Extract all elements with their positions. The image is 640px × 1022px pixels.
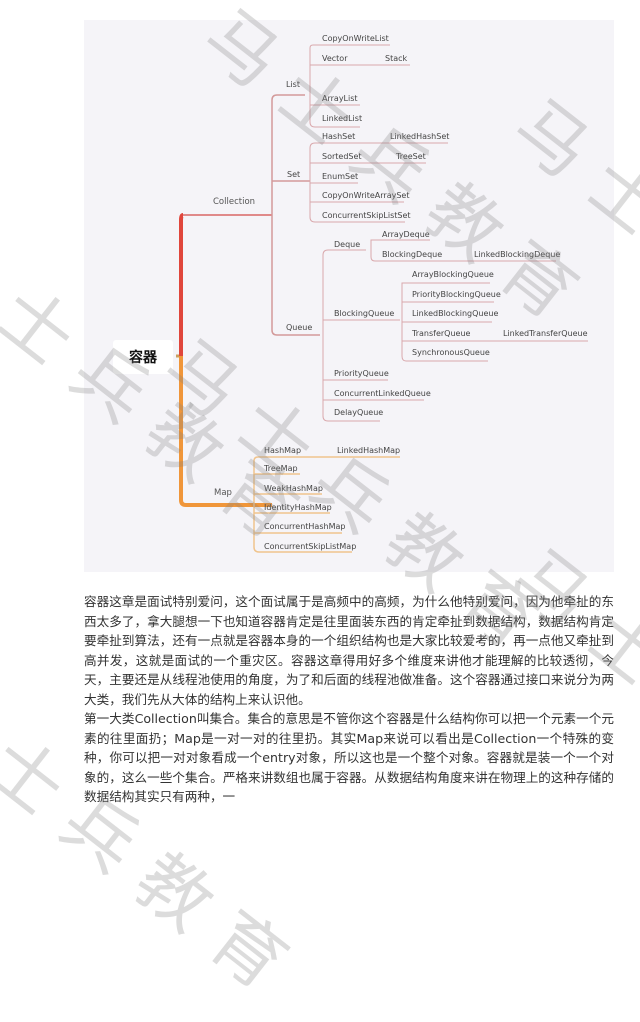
node-synchronousqueue[interactable]: SynchronousQueue (412, 348, 490, 357)
branch-map[interactable]: Map (214, 488, 232, 498)
node-concurrentskiplistmap[interactable]: ConcurrentSkipListMap (264, 542, 357, 551)
node-transferqueue[interactable]: TransferQueue (412, 329, 471, 338)
node-linkedhashmap[interactable]: LinkedHashMap (337, 446, 401, 455)
node-hashset[interactable]: HashSet (322, 132, 356, 141)
root-node-container[interactable]: 容器 (113, 340, 173, 374)
node-linkedblockingqueue[interactable]: LinkedBlockingQueue (412, 309, 499, 318)
node-blockingdeque[interactable]: BlockingDeque (382, 250, 443, 259)
node-treemap[interactable]: TreeMap (264, 464, 298, 473)
article-paragraph-1: 容器这章是面试特别爱问，这个面试属于是高频中的高频，为什么他特别爱问，因为他牵扯… (84, 594, 614, 707)
node-concurrentlinkedqueue[interactable]: ConcurrentLinkedQueue (334, 389, 431, 398)
node-sortedset[interactable]: SortedSet (322, 152, 362, 161)
node-identityhashmap[interactable]: IdentityHashMap (264, 503, 332, 512)
node-hashmap[interactable]: HashMap (264, 446, 302, 455)
mindmap-panel (84, 20, 614, 572)
node-linkedhashset[interactable]: LinkedHashSet (390, 132, 450, 141)
mindmap-connectors (176, 44, 588, 553)
node-queue[interactable]: Queue (286, 323, 313, 332)
node-weakhashmap[interactable]: WeakHashMap (264, 484, 323, 493)
node-linkedblockingdeque[interactable]: LinkedBlockingDeque (474, 250, 561, 259)
node-arraylist[interactable]: ArrayList (322, 94, 358, 103)
node-copyonwritearrayset[interactable]: CopyOnWriteArraySet (322, 191, 410, 200)
node-enumset[interactable]: EnumSet (322, 172, 359, 181)
article-paragraph-2: 第一大类Collection叫集合。集合的意思是不管你这个容器是什么结构你可以把… (84, 711, 614, 805)
node-list[interactable]: List (286, 80, 300, 89)
branch-collection[interactable]: Collection (213, 197, 256, 207)
node-delayqueue[interactable]: DelayQueue (334, 408, 384, 417)
node-blockingqueue[interactable]: BlockingQueue (334, 309, 395, 318)
node-set[interactable]: Set (287, 170, 301, 179)
node-linkedtransferqueue[interactable]: LinkedTransferQueue (503, 329, 588, 338)
node-copyonwritelist[interactable]: CopyOnWriteList (322, 34, 389, 43)
node-linkedlist[interactable]: LinkedList (322, 114, 363, 123)
node-priorityblockingqueue[interactable]: PriorityBlockingQueue (412, 290, 501, 299)
node-vector[interactable]: Vector (322, 54, 348, 63)
node-arraydeque[interactable]: ArrayDeque (382, 230, 430, 239)
node-concurrentskiplistset[interactable]: ConcurrentSkipListSet (322, 211, 411, 220)
node-deque[interactable]: Deque (334, 240, 361, 249)
node-treeset[interactable]: TreeSet (396, 152, 426, 161)
node-priorityqueue[interactable]: PriorityQueue (334, 369, 389, 378)
node-concurrenthashmap[interactable]: ConcurrentHashMap (264, 522, 346, 531)
node-arrayblockingqueue[interactable]: ArrayBlockingQueue (412, 270, 494, 279)
node-stack[interactable]: Stack (385, 54, 408, 63)
